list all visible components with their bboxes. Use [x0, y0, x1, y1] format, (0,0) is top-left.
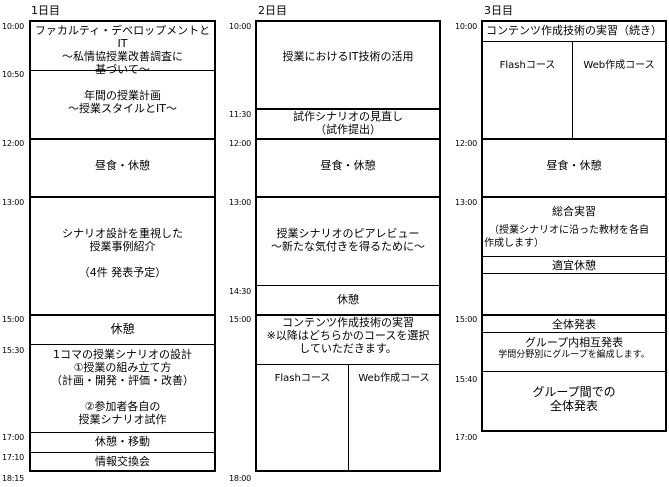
- day3-time-1700: 17:00: [455, 433, 478, 442]
- day2-schedule-column: 授業におけるIT技術の活用 試作シナリオの見直し （試作提出） 昼食・休憩 授業…: [255, 20, 441, 472]
- day1-time-1500: 15:00: [2, 315, 25, 324]
- day2-title: 2日目: [258, 4, 287, 17]
- day1-time-1000: 10:00: [2, 22, 25, 31]
- day1-lunch: 昼食・休憩: [95, 159, 150, 172]
- day2-lunch: 昼食・休憩: [320, 159, 376, 172]
- day2-session2: 試作シナリオの見直し （試作提出）: [293, 110, 403, 136]
- day3-group-title: グループ内相互発表: [524, 336, 624, 349]
- day2-course-flash: Flashコース: [274, 373, 331, 384]
- day2-session4: コンテンツ作成技術の実習 ※以降はどちらかのコースを選択 していただきます。: [266, 316, 430, 355]
- day1-time-1815: 18:15: [2, 474, 25, 483]
- day1-time-1530: 15:30: [2, 346, 25, 355]
- day1-schedule-column: ファカルティ・デベロップメントとIT 〜私情協授業改善調査に 基づいて〜 年間の…: [29, 20, 216, 472]
- day3-group-note: 学問分野別にグループを編成します。: [498, 350, 650, 360]
- day3-lunch: 昼食・休憩: [546, 159, 602, 172]
- day1-title: 1日目: [31, 4, 60, 17]
- day3-time-1200: 12:00: [455, 139, 478, 148]
- day2-time-1800: 18:00: [229, 474, 252, 483]
- day1-exchange: 情報交換会: [95, 455, 150, 468]
- day1-session2: 年間の授業計画 〜授業スタイルとIT〜: [68, 89, 177, 115]
- day3-time-1540: 15:40: [455, 375, 478, 384]
- day3-course-web: Web作成コース: [583, 60, 655, 71]
- day3-time-1500: 15:00: [455, 315, 478, 324]
- day1-time-1300: 13:00: [2, 198, 25, 207]
- day2-time-1300: 13:00: [229, 198, 252, 207]
- day2-break: 休憩: [337, 293, 359, 306]
- day1-session4: 1コマの授業シナリオの設計 ①授業の組み立て方 （計画・開発・評価・改善） ②参…: [51, 348, 194, 426]
- day1-time-1710: 17:10: [2, 453, 25, 462]
- day1-break: 休憩: [110, 322, 135, 336]
- day3-title: 3日目: [484, 4, 513, 17]
- day2-time-1430: 14:30: [229, 287, 252, 296]
- day2-time-1200: 12:00: [229, 139, 252, 148]
- day2-time-1130: 11:30: [229, 110, 252, 119]
- day2-course-web: Web作成コース: [358, 373, 430, 384]
- day1-time-1200: 12:00: [2, 139, 25, 148]
- day1-session1: ファカルティ・デベロップメントとIT 〜私情協授業改善調査に 基づいて〜: [34, 24, 211, 76]
- day1-time-1700: 17:00: [2, 433, 25, 442]
- day3-session2: 総合実習 （授業シナリオに沿った教材を各自 作成します）: [484, 205, 649, 249]
- day2-session3: 授業シナリオのピアレビュー 〜新たな気付きを得るために〜: [271, 227, 425, 253]
- day1-move: 休憩・移動: [95, 435, 150, 448]
- day3-free-break: 適宜休憩: [552, 259, 596, 272]
- day2-time-1500: 15:00: [229, 315, 252, 324]
- day3-time-1300: 13:00: [455, 198, 478, 207]
- day2-time-1000: 10:00: [229, 22, 252, 31]
- day3-time-1000: 10:00: [455, 22, 478, 31]
- day2-session1: 授業におけるIT技術の活用: [282, 50, 414, 63]
- day3-session1: コンテンツ作成技術の実習（続き）: [486, 24, 662, 37]
- day3-presentation: 全体発表: [552, 318, 596, 331]
- day3-inter-group: グループ間での 全体発表: [532, 385, 616, 413]
- day3-course-flash: Flashコース: [499, 60, 556, 71]
- day1-time-1050: 10:50: [2, 70, 25, 79]
- day3-schedule-column: コンテンツ作成技術の実習（続き） Flashコース Web作成コース 昼食・休憩…: [481, 20, 667, 432]
- day1-session3: シナリオ設計を重視した 授業事例紹介 （4件 発表予定）: [62, 227, 183, 279]
